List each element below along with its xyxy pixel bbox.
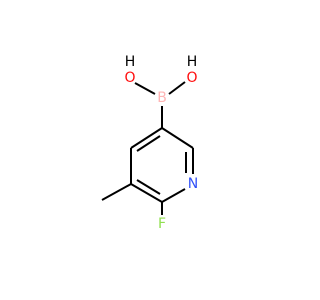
atom-h-on-o2: H	[187, 54, 198, 70]
bond-c3-c4-inner	[136, 135, 161, 152]
atom-labels: H O H O B N F	[124, 54, 198, 232]
bonds	[101, 81, 194, 215]
bond-c3-c4	[130, 127, 163, 149]
atom-n: N	[188, 176, 198, 192]
atom-o1: O	[124, 70, 135, 86]
bond-o2-b	[168, 81, 186, 95]
atom-f: F	[158, 216, 166, 232]
molecule-structure-diagram: H O H O B N F	[101, 54, 198, 232]
atom-h-on-o1: H	[125, 54, 136, 70]
bond-o1-b	[134, 82, 156, 95]
bond-c2-c3	[161, 127, 194, 149]
bond-c5-c6-inner	[136, 179, 161, 195]
bond-c5-methyl	[101, 183, 132, 201]
atom-b: B	[157, 90, 167, 106]
atom-o2: O	[186, 70, 197, 86]
bond-c5-c6	[130, 183, 163, 203]
bond-c6-n	[161, 188, 186, 203]
